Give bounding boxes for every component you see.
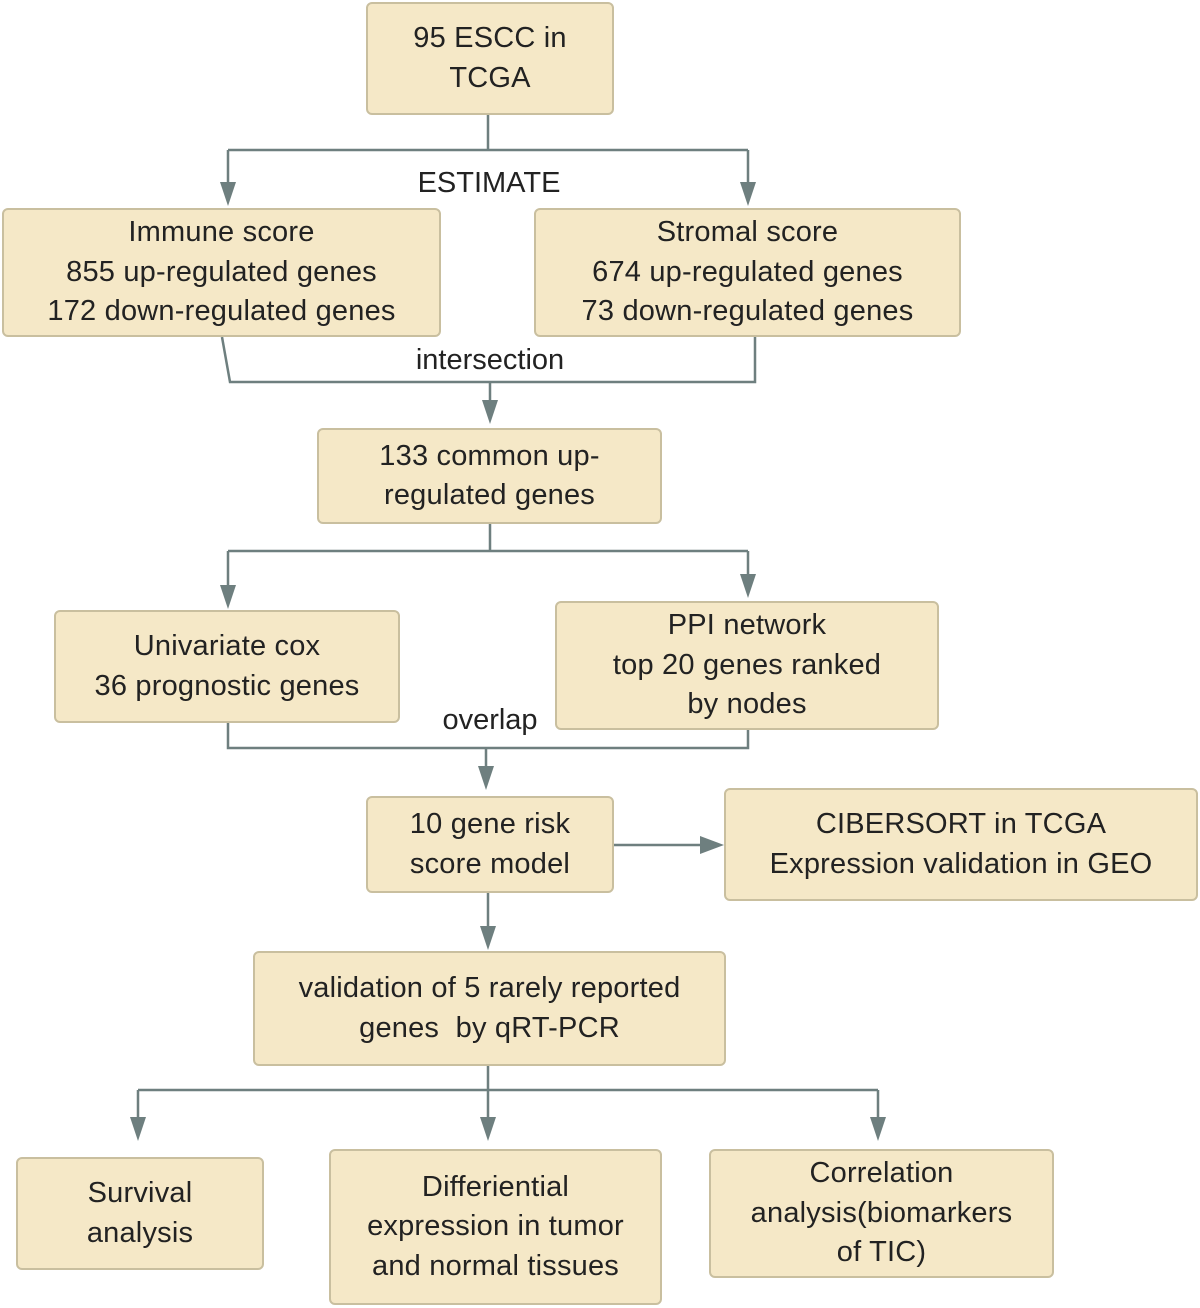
node-cibersort-line-2: Expression validation in GEO (769, 847, 1153, 880)
node-stromal-score: Stromal score 674 up-regulated genes 73 … (534, 208, 961, 337)
node-differential-line-2: expression in tumor (367, 1210, 624, 1243)
node-immune-score: Immune score 855 up-regulated genes 172 … (2, 208, 441, 337)
node-differential-line-1: Differiential (421, 1170, 570, 1203)
node-ppi-line-2: top 20 genes ranked (612, 648, 882, 681)
node-survival-analysis: Survival analysis (16, 1157, 264, 1270)
node-cibersort: CIBERSORT in TCGA Expression validation … (724, 788, 1198, 901)
arrowhead-to-common (482, 400, 498, 424)
node-correlation-analysis: Correlation analysis(biomarkers of TIC) (709, 1149, 1054, 1278)
node-cox-line-2: 36 prognostic genes (94, 669, 360, 702)
node-common-genes: 133 common up- regulated genes (317, 428, 662, 524)
arrowhead-to-stromal (740, 182, 756, 206)
node-validation-line-1: validation of 5 rarely reported (298, 972, 681, 1004)
edge-label-overlap: overlap (442, 703, 538, 737)
node-cox-line-1: Univariate cox (133, 630, 321, 662)
node-correlation-line-3: of TIC) (836, 1236, 927, 1269)
arrowhead-to-differential (480, 1117, 496, 1141)
node-stromal-line-1: Stromal score (656, 216, 839, 249)
arrowhead-to-ppi (740, 574, 756, 598)
node-ppi-network: PPI network top 20 genes ranked by nodes (555, 601, 939, 730)
connector-common-split (226, 524, 750, 585)
node-cibersort-line-1: CIBERSORT in TCGA (815, 808, 1107, 840)
node-stromal-line-2: 674 up-regulated genes (592, 255, 903, 288)
node-validation-line-2: genes by qRT-PCR (359, 1011, 620, 1044)
node-risk-line-2: score model (409, 847, 571, 880)
node-ppi-line-3: by nodes (687, 688, 807, 721)
node-risk-model: 10 gene risk score model (366, 796, 614, 893)
connector-intersection-merge (220, 336, 757, 402)
node-escc-tcga: 95 ESCC in TCGA (366, 2, 614, 115)
arrowhead-to-immune (220, 182, 236, 206)
node-common-line-1: 133 common up- (379, 439, 600, 472)
node-common-line-2: regulated genes (384, 479, 595, 511)
node-correlation-line-2: analysis(biomarkers (750, 1196, 1013, 1229)
connector-escc-split (226, 115, 750, 182)
arrowhead-to-validation (480, 926, 496, 950)
arrowhead-to-cibersort (700, 836, 724, 854)
edge-label-intersection: intersection (415, 343, 565, 377)
connector-validation-split (136, 1066, 880, 1118)
node-correlation-line-1: Correlation (809, 1157, 954, 1190)
node-qrt-pcr-validation: validation of 5 rarely reported genes by… (253, 951, 726, 1066)
node-immune-line-1: Immune score (128, 216, 315, 249)
node-survival-line-2: analysis (86, 1216, 194, 1249)
connector-overlap-merge (226, 723, 750, 766)
arrowhead-to-survival (130, 1117, 146, 1141)
node-differential-line-3: and normal tissues (372, 1249, 619, 1282)
node-differential-expression: Differiential expression in tumor and no… (329, 1149, 662, 1305)
node-immune-line-3: 172 down-regulated genes (47, 295, 396, 328)
node-immune-line-2: 855 up-regulated genes (66, 255, 377, 288)
node-risk-line-1: 10 gene risk (409, 808, 571, 840)
node-stromal-line-3: 73 down-regulated genes (581, 295, 914, 328)
arrowhead-to-correlation (870, 1117, 886, 1141)
arrowhead-to-cox (220, 585, 236, 609)
node-univariate-cox: Univariate cox 36 prognostic genes (54, 610, 400, 723)
arrowhead-to-risk (478, 766, 494, 790)
node-survival-line-1: Survival (87, 1177, 193, 1209)
edge-label-estimate: ESTIMATE (417, 166, 561, 200)
node-escc-line-2: TCGA (449, 61, 531, 94)
node-escc-line-1: 95 ESCC in (413, 22, 567, 54)
node-ppi-line-1: PPI network (667, 609, 827, 642)
